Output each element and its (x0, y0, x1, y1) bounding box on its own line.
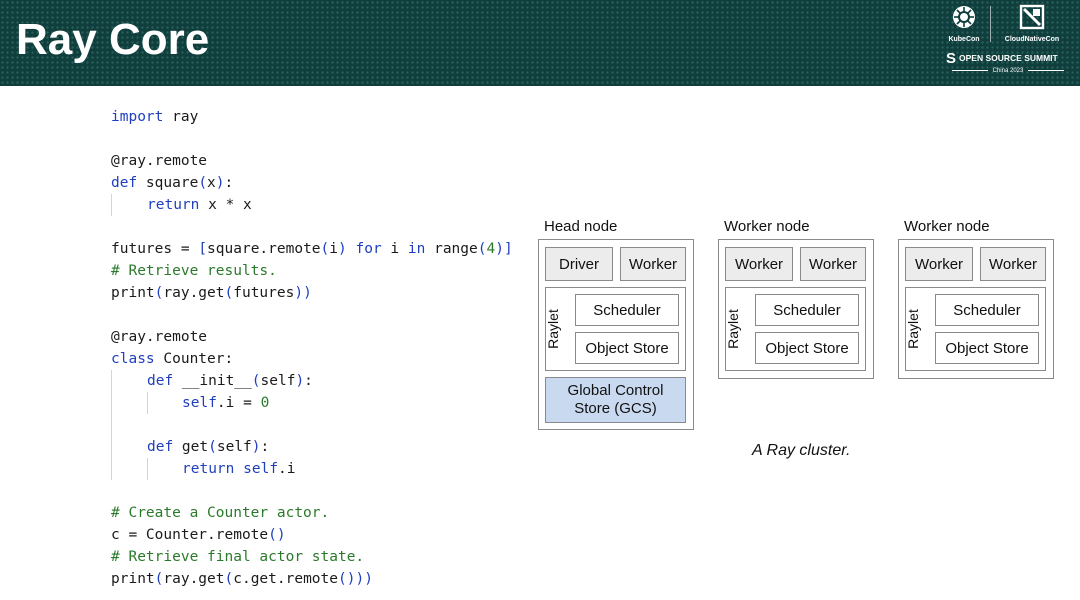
title-banner: Ray Core KubeCon CloudNativeCo (0, 0, 1080, 86)
kubecon-logo: KubeCon (946, 4, 982, 43)
scheduler-box: Scheduler (755, 294, 859, 326)
code-keyword: import (111, 109, 163, 125)
gcs-line2: Store (GCS) (574, 400, 657, 418)
code-line: @ray.remote (111, 150, 207, 172)
slide-title: Ray Core (16, 12, 209, 68)
object-store-box: Object Store (935, 332, 1039, 364)
code-line: print(ray.get(c.get.remote())) (111, 568, 373, 590)
worker-node: Worker Worker Raylet Scheduler Object St… (898, 239, 1054, 379)
head-node-label: Head node (544, 218, 617, 236)
head-node: Driver Worker Raylet Scheduler Object St… (538, 239, 694, 430)
cloudnativecon-logo: CloudNativeCon (996, 4, 1068, 43)
driver-box: Driver (545, 247, 613, 281)
code-line: @ray.remote (111, 326, 207, 348)
code-keyword: class (111, 351, 155, 367)
indent-guide (147, 392, 148, 414)
kubecon-text: KubeCon (946, 36, 982, 43)
raylet-box: Raylet Scheduler Object Store (905, 287, 1046, 371)
event-logos: KubeCon CloudNativeCon SOPEN SOURCE SUMM… (940, 2, 1072, 82)
worker-box: Worker (980, 247, 1046, 281)
cloudnative-icon (1019, 4, 1045, 30)
code-line: c = Counter.remote() (111, 524, 286, 546)
object-store-box: Object Store (755, 332, 859, 364)
raylet-label: Raylet (724, 299, 742, 359)
code-line: def __init__(self): (147, 370, 313, 392)
logo-divider (990, 6, 991, 42)
gcs-box: Global Control Store (GCS) (545, 377, 686, 423)
indent-guide (147, 458, 148, 480)
worker-box: Worker (905, 247, 973, 281)
kubernetes-wheel-icon (951, 4, 977, 30)
code-line: import ray (111, 106, 198, 128)
raylet-label: Raylet (904, 299, 922, 359)
worker-box: Worker (725, 247, 793, 281)
worker-box: Worker (620, 247, 686, 281)
scheduler-box: Scheduler (575, 294, 679, 326)
code-comment: # Retrieve final actor state. (111, 546, 364, 568)
code-line: return x * x (147, 194, 252, 216)
worker-node-label: Worker node (904, 218, 990, 236)
object-store-box: Object Store (575, 332, 679, 364)
gcs-line1: Global Control (568, 382, 664, 400)
ray-cluster-diagram: Head node Driver Worker Raylet Scheduler… (530, 212, 1070, 472)
code-keyword: return (147, 197, 199, 213)
worker-node-label: Worker node (724, 218, 810, 236)
code-comment: # Create a Counter actor. (111, 502, 329, 524)
indent-guide (111, 370, 112, 480)
code-line: def get(self): (147, 436, 269, 458)
code-line: futures = [square.remote(i) for i in ran… (111, 238, 513, 260)
code-line: class Counter: (111, 348, 233, 370)
code-comment: # Retrieve results. (111, 260, 277, 282)
raylet-label: Raylet (544, 299, 562, 359)
scheduler-box: Scheduler (935, 294, 1039, 326)
code-line: self.i = 0 (182, 392, 269, 414)
oss-text: OPEN SOURCE SUMMIT (959, 53, 1058, 63)
code-line: return self.i (182, 458, 296, 480)
code-keyword: def (147, 373, 173, 389)
code-keyword: def (147, 439, 173, 455)
edition-text: China 2023 (946, 68, 1070, 74)
raylet-box: Raylet Scheduler Object Store (545, 287, 686, 371)
worker-box: Worker (800, 247, 866, 281)
oss-logo: SOPEN SOURCE SUMMIT (946, 50, 1058, 67)
cloudnativecon-text: CloudNativeCon (996, 36, 1068, 43)
worker-node: Worker Worker Raylet Scheduler Object St… (718, 239, 874, 379)
oss-s-icon: S (946, 50, 956, 67)
diagram-caption: A Ray cluster. (752, 442, 850, 460)
indent-guide (111, 194, 112, 216)
code-line: print(ray.get(futures)) (111, 282, 312, 304)
code-line: def square(x): (111, 172, 233, 194)
code-keyword: def (111, 175, 137, 191)
raylet-box: Raylet Scheduler Object Store (725, 287, 866, 371)
